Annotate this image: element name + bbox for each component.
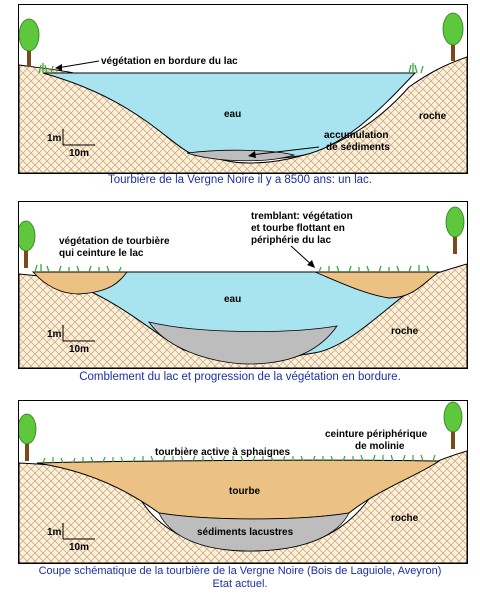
caption-panel-3-line1: Coupe schématique de la tourbière de la … — [38, 565, 442, 577]
sphagnum-surface — [42, 454, 436, 464]
scale-bar — [62, 523, 95, 540]
label-tremblant-line3: périphérie du lac — [251, 235, 331, 246]
arrowhead-accumulation — [248, 151, 256, 158]
label-roche: roche — [391, 513, 419, 524]
grass-tuft-left — [38, 63, 54, 74]
label-vegetation-bordure: végétation en bordure du lac — [101, 56, 238, 67]
grass-left — [34, 264, 122, 273]
scale-horizontal-label: 10m — [69, 344, 89, 355]
grass-right — [318, 265, 430, 273]
tree-left — [19, 220, 36, 268]
grass-tuft-right — [408, 63, 424, 74]
arrow-vegetation-bordure — [56, 60, 100, 69]
tree-right — [442, 12, 464, 61]
diagram-lake-cross-section: végétation en bordure du lac eau roche a… — [19, 12, 467, 173]
sediment-layer — [148, 321, 338, 365]
label-vegetation-tourbiere-line1: végétation de tourbière — [59, 236, 170, 247]
tree-right — [443, 401, 463, 449]
tree-left — [19, 413, 37, 461]
panel-lake-8500-years: végétation en bordure du lac eau roche a… — [18, 4, 468, 174]
arrowhead-vegetation-bordure — [55, 64, 62, 71]
scale-horizontal-label: 10m — [69, 148, 89, 159]
label-ceinture-line1: ceinture périphérique — [325, 429, 428, 440]
diagram-peatbog-cross-section: tourbière active à sphaignes ceinture pé… — [19, 401, 467, 563]
label-tremblant-line2: et tourbe flottant en — [251, 223, 345, 234]
label-vegetation-tourbiere-line2: qui ceinture le lac — [59, 248, 144, 259]
label-accumulation-line2: de sédiments — [326, 142, 390, 153]
label-tourbiere-active: tourbière active à sphaignes — [155, 447, 290, 458]
tree-left — [19, 18, 40, 67]
sediment-layer — [158, 512, 350, 552]
label-roche: roche — [391, 326, 419, 337]
scale-horizontal-label: 10m — [69, 542, 89, 553]
panel-current-state: tourbière active à sphaignes ceinture pé… — [18, 400, 468, 564]
arrow-accumulation — [250, 146, 320, 156]
scale-vertical-label: 1m — [47, 133, 62, 144]
label-eau: eau — [224, 294, 241, 305]
label-sediments-lacustres: sédiments lacustres — [197, 527, 294, 538]
label-accumulation-line1: accumulation — [324, 130, 388, 141]
panel-lake-infilling: végétation de tourbière qui ceinture le … — [18, 201, 468, 369]
label-ceinture-line2: de molinie — [355, 441, 405, 452]
caption-panel-2: Comblement du lac et progression de la v… — [79, 371, 401, 383]
scale-bar — [62, 325, 95, 342]
scale-bar — [62, 129, 95, 146]
arrowhead-tremblant — [307, 260, 315, 268]
caption-panel-1: Tourbière de la Vergne Noire il y a 8500… — [107, 174, 373, 186]
label-roche: roche — [419, 111, 447, 122]
scale-vertical-label: 1m — [47, 527, 62, 538]
label-eau: eau — [224, 109, 241, 120]
diagram-infilling-cross-section: végétation de tourbière qui ceinture le … — [19, 206, 467, 368]
tree-right — [445, 206, 465, 254]
peat-fringe-right — [314, 271, 441, 299]
peat-fringe-left — [31, 271, 128, 295]
caption-panel-3-line2: Etat actuel. — [212, 578, 268, 590]
label-tourbe: tourbe — [229, 486, 261, 497]
label-tremblant-line1: tremblant: végétation — [251, 211, 353, 222]
scale-vertical-label: 1m — [47, 329, 62, 340]
